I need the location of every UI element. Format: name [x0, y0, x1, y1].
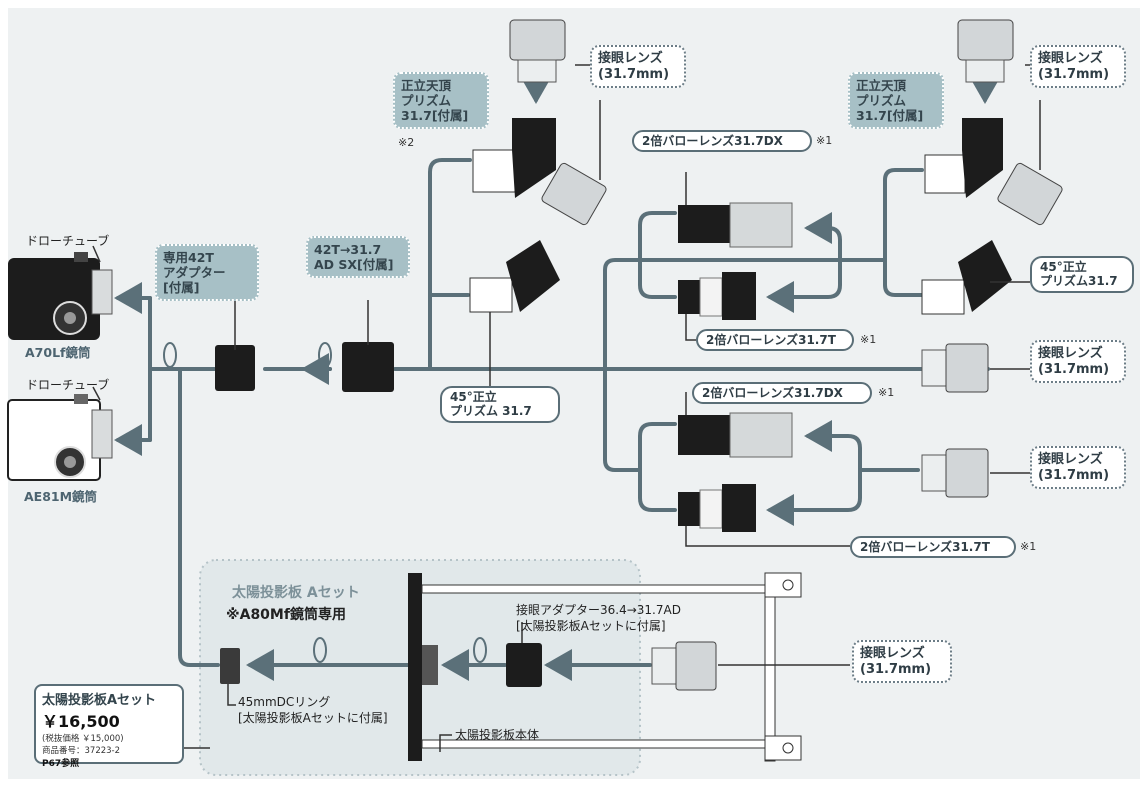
rotate-icon [163, 342, 177, 368]
solar-projection-panel-illustration [408, 572, 802, 762]
rotate-icon [473, 637, 487, 663]
rotate-icon [313, 637, 327, 663]
zenith-prism-left-box: 正立天頂 プリズム 31.7[付属] [393, 72, 489, 129]
barlow-dx-bottom-label: 2倍バローレンズ31.7DX [692, 382, 872, 405]
price-box-title: 太陽投影板Aセット [42, 693, 157, 708]
barlow-t-bottom-note: ※1 [1020, 540, 1037, 553]
erect45-prism-left-illustration [469, 162, 607, 313]
price-tax-note: (税抜価格 ￥15,000) [42, 734, 124, 744]
solar-set-subtitle: ※A80Mf鏡筒専用 [226, 607, 346, 623]
solar-ep-adapter-illustration [506, 643, 542, 687]
adapter-ad-sx-box: 42T→31.7 AD SX[付属] [306, 236, 410, 278]
zenith-prism-left-illustration [472, 19, 566, 198]
solar-set-title: 太陽投影板 Aセット [232, 585, 360, 601]
ae81m-scope-illustration [7, 394, 113, 481]
erect45-prism-right-box: 45°正立 プリズム31.7 [1030, 256, 1134, 293]
dc-ring-illustration [220, 648, 240, 684]
barlow-dx-bottom-illustration [678, 412, 793, 458]
zenith-prism-right-box: 正立天頂 プリズム 31.7[付属] [848, 72, 944, 129]
eyepiece-box-5: 接眼レンズ (31.7mm) [852, 640, 952, 684]
eyepiece-box-3: 接眼レンズ (31.7mm) [1030, 340, 1126, 384]
draw-tube-b-label: ドローチューブ [26, 378, 110, 392]
barlow-dx-bottom-note: ※1 [878, 386, 895, 399]
eyepiece-box-2: 接眼レンズ (31.7mm) [1030, 45, 1126, 89]
erect45-prism-left-box: 45°正立 プリズム 31.7 [440, 386, 560, 423]
draw-tube-a-label: ドローチューブ [26, 234, 110, 248]
solar-ep-adapter-label: 接眼アダプター36.4→31.7AD [太陽投影板Aセットに付属] [516, 603, 681, 634]
price-box: 太陽投影板Aセット ￥16,500 (税抜価格 ￥15,000) 商品番号：37… [34, 684, 184, 769]
solar-panel-body-label: 太陽投影板本体 [455, 728, 540, 742]
barlow-t-top-note: ※1 [860, 333, 877, 346]
dc-ring-label: 45mmDCリング [太陽投影板Aセットに付属] [238, 695, 388, 726]
eyepiece-box-4: 接眼レンズ (31.7mm) [1030, 446, 1126, 490]
product-number: 商品番号：37223-2 [42, 746, 121, 756]
ae81m-scope-label: AE81M鏡筒 [24, 489, 98, 504]
page-reference: P67参照 [42, 759, 80, 769]
barlow-dx-top-label: 2倍バローレンズ31.7DX [632, 130, 812, 153]
connection-lines [114, 76, 1001, 681]
barlow-t-top-label: 2倍バローレンズ31.7T [696, 329, 854, 352]
price-value: ￥16,500 [42, 712, 120, 731]
barlow-t-top-illustration [678, 272, 756, 320]
eyepiece-ep4-illustration [921, 448, 989, 498]
a70lf-scope-illustration [8, 252, 113, 340]
rotate-icon [318, 342, 332, 368]
adapter-42t-illustration [215, 345, 255, 391]
barlow-dx-top-note: ※1 [816, 134, 833, 147]
zenith-prism-left-note: ※2 [398, 136, 415, 149]
zenith-prism-right-illustration [924, 19, 1014, 198]
a70lf-scope-label: A70Lf鏡筒 [25, 345, 91, 360]
eyepiece-ep3-illustration [921, 343, 989, 393]
adapter-42t-box: 専用42T アダプター [付属] [155, 244, 259, 301]
leader-lines [92, 64, 1041, 752]
eyepiece-box-1: 接眼レンズ (31.7mm) [590, 45, 686, 89]
erect45-prism-right-illustration [921, 162, 1063, 315]
barlow-dx-top-illustration [678, 202, 793, 248]
adapter-ad-sx-illustration [342, 342, 394, 392]
barlow-t-bottom-label: 2倍バローレンズ31.7T [850, 536, 1016, 559]
barlow-t-bottom-illustration [678, 484, 756, 532]
eyepiece-ep5-illustration [651, 641, 717, 691]
rotation-icons [163, 342, 487, 663]
